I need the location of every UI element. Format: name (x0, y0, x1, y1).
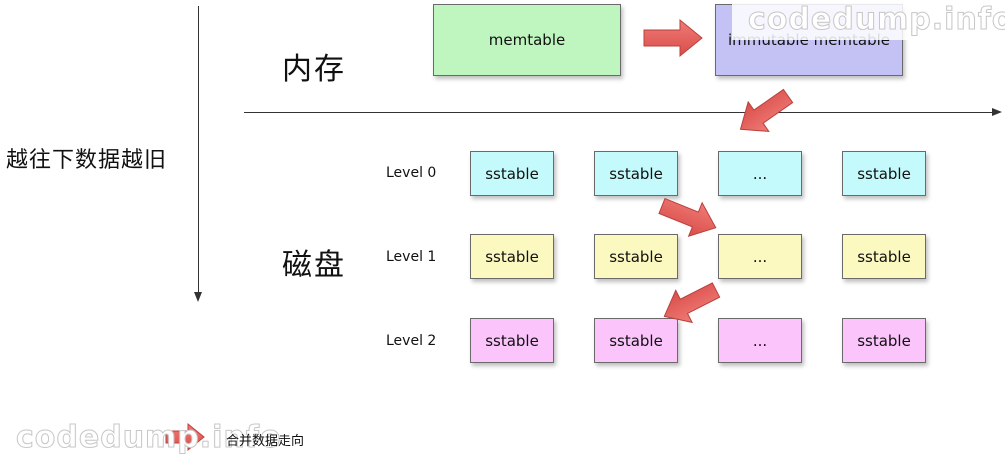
level-1-label: Level 1 (386, 249, 437, 265)
memory-section-label: 内存 (282, 52, 346, 87)
sstable-label: sstable (609, 164, 663, 183)
ellipsis-label: ... (752, 331, 768, 350)
time-axis-arrowhead (194, 292, 202, 302)
level-1-sstable-3: sstable (842, 234, 926, 279)
ellipsis-label: ... (752, 164, 768, 183)
time-axis-line (198, 6, 199, 296)
divider-arrowhead (992, 108, 1002, 116)
sstable-label: sstable (609, 247, 663, 266)
legend-label: 合并数据走向 (226, 434, 305, 449)
watermark-backdrop (732, 4, 988, 40)
level-2-ellipsis: ... (718, 318, 802, 363)
merge-arrow-memtable-to-immutable (643, 18, 703, 58)
level-1-sstable-2: sstable (594, 234, 678, 279)
memory-disk-divider (244, 112, 992, 113)
level-1-ellipsis: ... (718, 234, 802, 279)
disk-section-label: 磁盘 (282, 248, 346, 283)
level-2-sstable-1: sstable (470, 318, 554, 363)
legend-arrow-icon (165, 422, 205, 452)
sstable-label: sstable (609, 331, 663, 350)
ellipsis-label: ... (752, 247, 768, 266)
sstable-label: sstable (485, 247, 539, 266)
memtable-box: memtable (433, 4, 621, 76)
merge-arrow-level0-to-level1 (658, 197, 717, 237)
sstable-label: sstable (857, 164, 911, 183)
level-2-label: Level 2 (386, 333, 437, 349)
level-2-sstable-2: sstable (594, 318, 678, 363)
sstable-label: sstable (485, 331, 539, 350)
merge-arrow-level1-to-level2 (663, 282, 721, 324)
vertical-axis-label: 越往下数据越旧 (6, 148, 168, 173)
sstable-label: sstable (857, 331, 911, 350)
watermark-top: codedump.info (747, 2, 1005, 38)
level-0-sstable-1: sstable (470, 151, 554, 196)
memtable-label: memtable (488, 31, 566, 49)
watermark-bottom: codedump.info (15, 420, 282, 456)
level-0-ellipsis: ... (718, 151, 802, 196)
level-0-label: Level 0 (386, 165, 437, 181)
sstable-label: sstable (485, 164, 539, 183)
level-0-sstable-2: sstable (594, 151, 678, 196)
merge-arrow-immutable-to-level0 (739, 88, 794, 132)
sstable-label: sstable (857, 247, 911, 266)
level-1-sstable-1: sstable (470, 234, 554, 279)
level-2-sstable-3: sstable (842, 318, 926, 363)
level-0-sstable-3: sstable (842, 151, 926, 196)
